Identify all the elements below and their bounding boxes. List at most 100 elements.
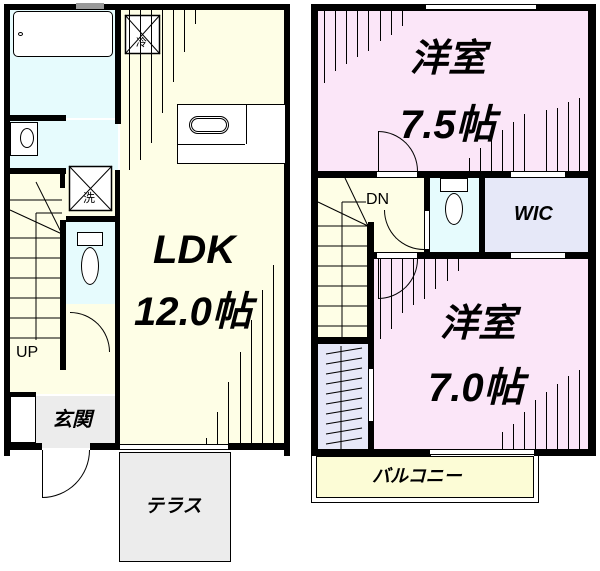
- hatch: [273, 265, 274, 448]
- wall: [4, 115, 66, 121]
- toilet-tank: [77, 232, 103, 246]
- hatch: [524, 412, 525, 450]
- hatch: [162, 10, 163, 113]
- toilet-2f: [429, 178, 479, 252]
- kitchen-sink-icon: [189, 116, 229, 134]
- bedroom-2-label: 洋室: [440, 303, 517, 345]
- hatch: [368, 11, 369, 51]
- toilet-bowl-icon: [81, 247, 99, 285]
- bedroom-1-room: [318, 10, 588, 174]
- hatch: [557, 384, 558, 450]
- wall: [368, 252, 596, 259]
- hatch: [335, 11, 336, 71]
- fridge-mark: 冷: [136, 37, 147, 49]
- hatch: [502, 432, 503, 450]
- hatch: [391, 259, 392, 329]
- hatch: [184, 10, 185, 52]
- washer-mark: 洗: [83, 191, 96, 205]
- hatch: [206, 438, 207, 448]
- hatch: [380, 11, 381, 41]
- hatch: [346, 11, 347, 64]
- hatch: [579, 98, 580, 172]
- hatch: [458, 259, 459, 271]
- hatch: [502, 130, 503, 172]
- wall: [60, 168, 65, 188]
- wall: [311, 449, 431, 456]
- closet-2f: [318, 344, 368, 452]
- stairs-up-label: UP: [16, 344, 39, 361]
- bath-drain-icon: [18, 32, 23, 36]
- hatch: [228, 382, 229, 448]
- wall: [4, 168, 66, 174]
- hatch: [568, 376, 569, 450]
- hatch: [469, 158, 470, 172]
- bedroom1-door[interactable]: [378, 131, 418, 171]
- bath-window[interactable]: [76, 3, 104, 9]
- entrance-door[interactable]: [42, 450, 90, 498]
- ldk-label: LDK: [153, 228, 236, 272]
- hatch: [535, 400, 536, 450]
- closet-shelf-icon: [325, 346, 363, 450]
- bedroom-2-size: 7.0帖: [428, 366, 524, 410]
- hatch: [217, 412, 218, 448]
- bedroom2-door-frame[interactable]: [376, 252, 418, 259]
- wall: [60, 220, 66, 370]
- wic-door-frame[interactable]: [510, 171, 566, 178]
- staircase-2f[interactable]: [317, 177, 370, 340]
- wall: [588, 4, 596, 456]
- hatch: [402, 259, 403, 313]
- ldk-room: [120, 10, 286, 448]
- toilet-bowl-icon: [445, 193, 463, 225]
- toilet2-door-frame[interactable]: [424, 210, 430, 250]
- kitchen-counter: [177, 104, 286, 164]
- wic-door-frame-bottom[interactable]: [510, 252, 566, 259]
- hatch: [195, 10, 196, 24]
- stair-hall-2f: [318, 178, 426, 340]
- wall: [368, 222, 374, 452]
- balcony-sliding-window[interactable]: [430, 449, 534, 455]
- hatch: [447, 259, 448, 281]
- terrace-area: [119, 452, 231, 562]
- hatch: [557, 108, 558, 172]
- hatch: [524, 114, 525, 172]
- stairs-down-label: DN: [366, 191, 390, 208]
- entrance-label: 玄関: [52, 409, 92, 431]
- hatch: [129, 10, 130, 170]
- balcony-area: [311, 451, 539, 503]
- terrace-sliding-window[interactable]: [120, 444, 228, 450]
- wall: [367, 224, 373, 338]
- hatch: [140, 10, 141, 160]
- hatch: [357, 11, 358, 57]
- hatch: [568, 102, 569, 172]
- wall: [4, 4, 10, 456]
- hatch: [424, 259, 425, 299]
- hatch: [491, 140, 492, 172]
- bathtub: [13, 11, 113, 57]
- wic-room: [485, 178, 588, 252]
- staircase-1f[interactable]: [9, 172, 63, 340]
- closet-door-frame[interactable]: [368, 368, 374, 422]
- wall: [311, 4, 318, 456]
- kitchen-line: [177, 144, 245, 145]
- hatch: [262, 290, 263, 448]
- hatch: [579, 370, 580, 450]
- hatch: [391, 11, 392, 35]
- washing-machine-space-icon: [68, 165, 113, 212]
- bedroom1-door-frame[interactable]: [376, 171, 418, 178]
- ldk-size: 12.0帖: [134, 290, 252, 334]
- bedroom2-door[interactable]: [378, 259, 418, 299]
- hatch: [546, 392, 547, 450]
- wall: [66, 216, 118, 222]
- wall: [4, 443, 42, 450]
- hatch: [480, 148, 481, 172]
- wall: [424, 171, 430, 259]
- hatch: [173, 10, 174, 82]
- wic-label: WIC: [514, 203, 553, 225]
- hatch: [546, 110, 547, 172]
- wall: [4, 392, 36, 397]
- bedroom1-window[interactable]: [426, 4, 536, 10]
- hatch: [402, 11, 403, 26]
- toilet2-door[interactable]: [384, 210, 424, 250]
- floor-1-plan: 冷 洗 UP 玄関: [4, 3, 290, 562]
- hatch: [324, 11, 325, 83]
